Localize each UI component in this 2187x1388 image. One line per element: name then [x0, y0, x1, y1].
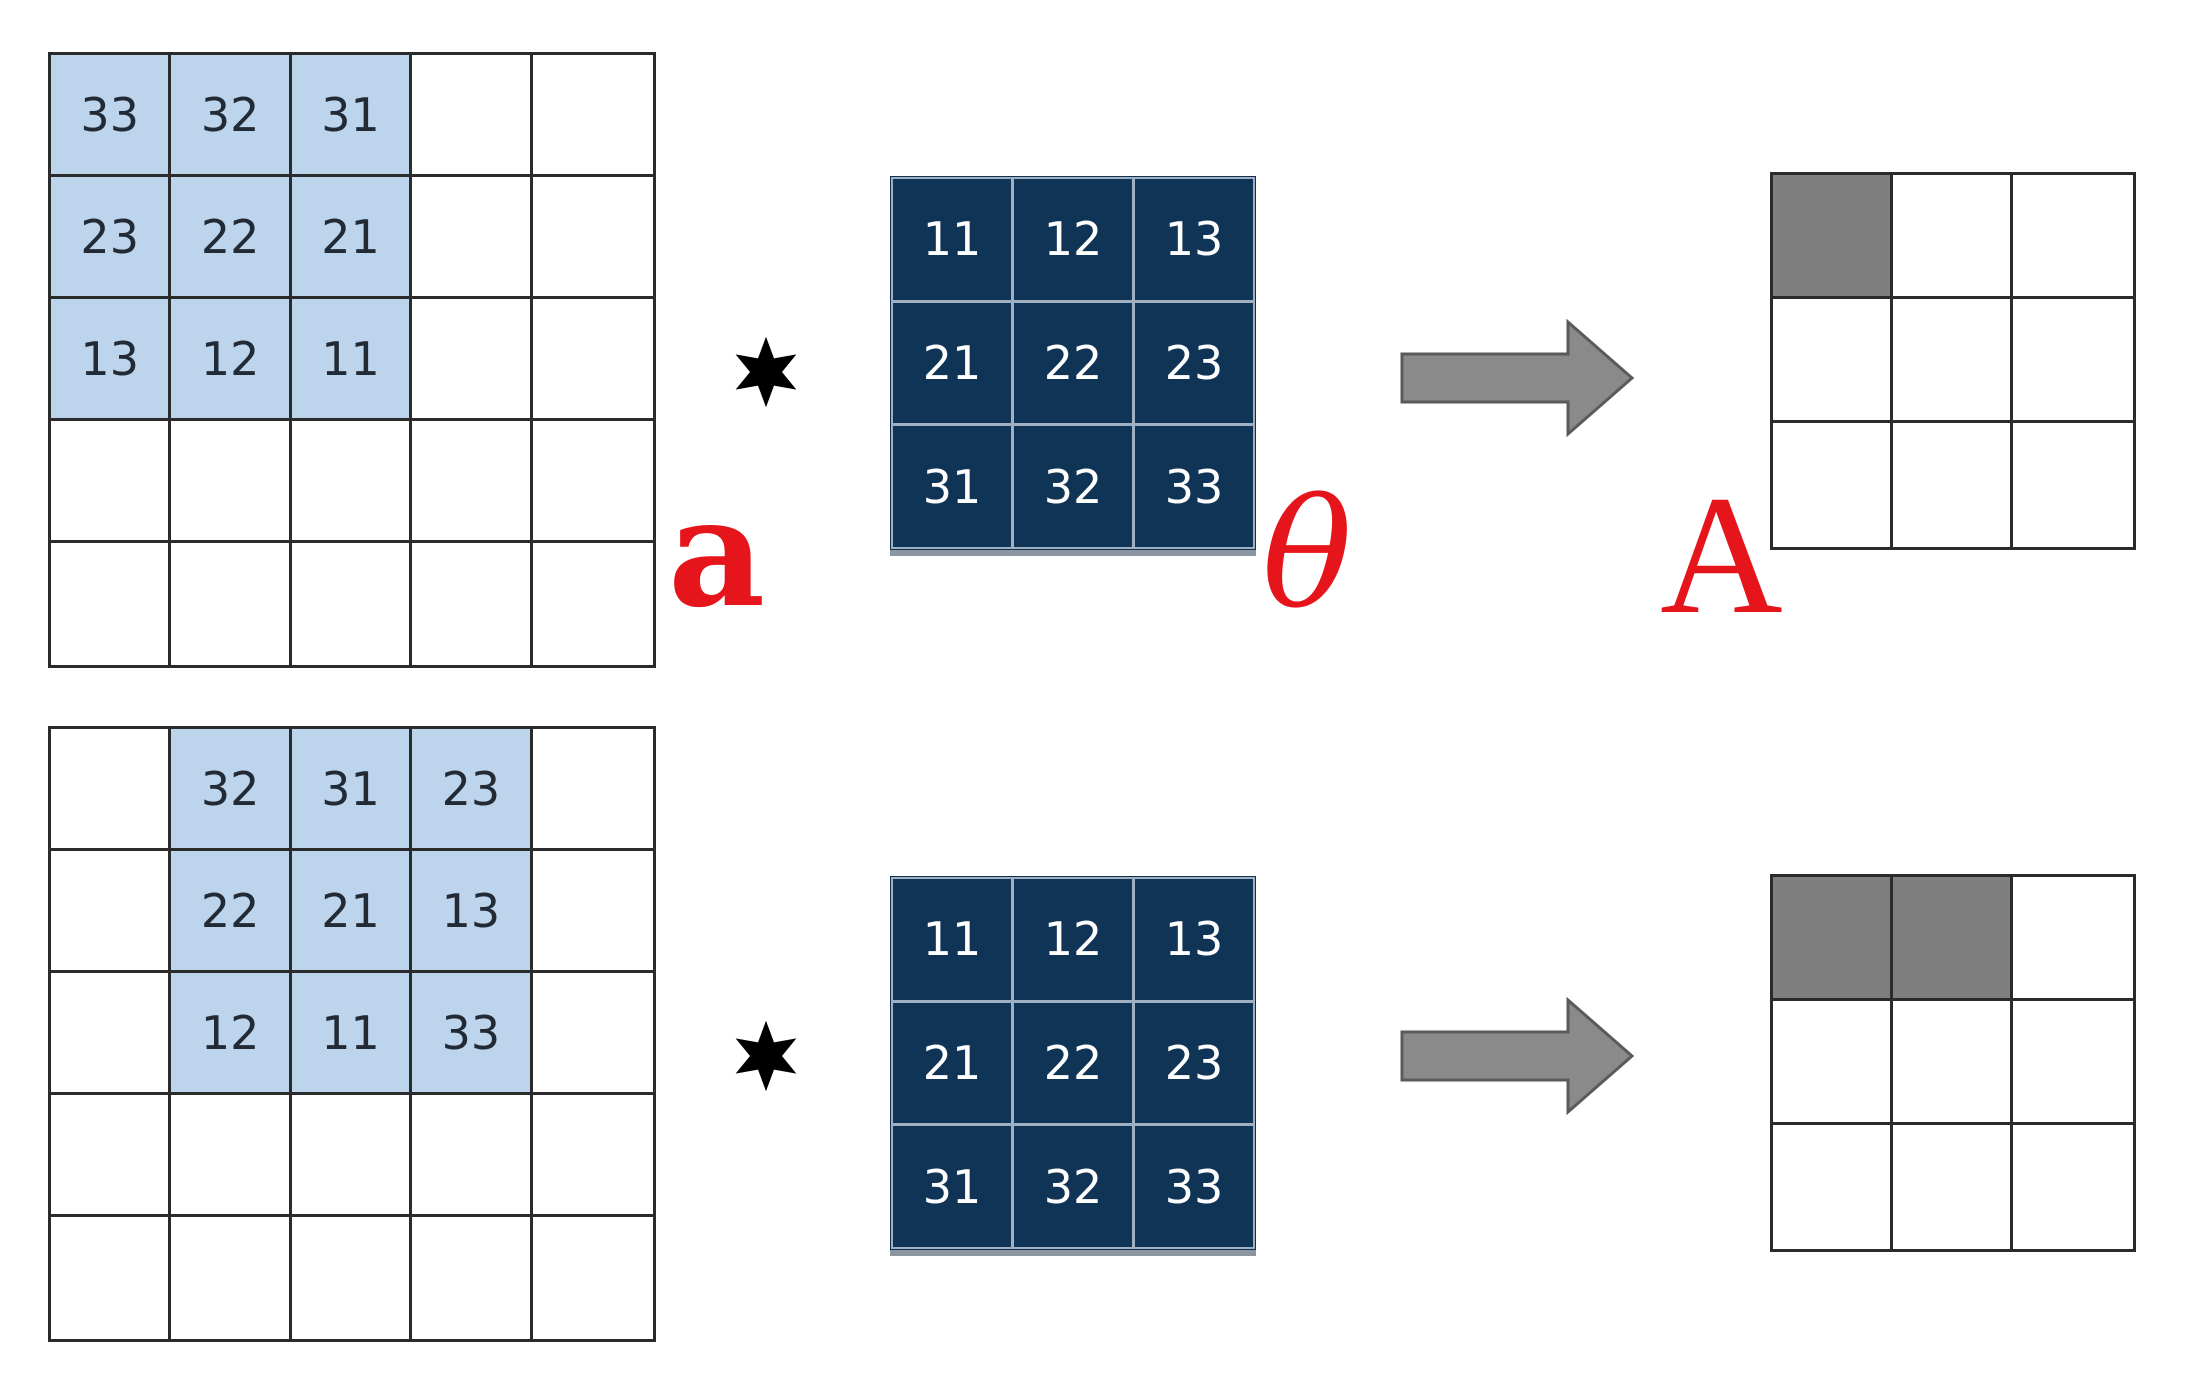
kernel-cell: 11	[891, 177, 1013, 302]
input-cell	[171, 543, 292, 665]
output-cell	[1773, 423, 1893, 547]
input-cell	[292, 543, 413, 665]
input-cell: 21	[291, 177, 413, 299]
kernel-cell: 32	[1012, 424, 1134, 549]
input-cell	[51, 1217, 172, 1339]
input-cell: 21	[291, 851, 413, 973]
output-cell	[1773, 1001, 1893, 1125]
input-cell	[51, 851, 172, 973]
bottom-output-grid	[1770, 874, 2136, 1252]
input-label: a	[668, 465, 766, 641]
input-cell	[412, 543, 533, 665]
input-cell: 32	[171, 55, 292, 177]
output-cell-filled	[1773, 877, 1893, 1001]
input-cell	[51, 421, 172, 543]
input-cell	[532, 421, 653, 543]
input-cell	[532, 177, 653, 299]
kernel-cell: 33	[1133, 424, 1255, 549]
input-cell	[171, 1217, 292, 1339]
top-output-grid	[1770, 172, 2136, 550]
input-cell: 22	[171, 177, 292, 299]
input-cell	[412, 177, 533, 299]
output-cell	[1893, 423, 2013, 547]
input-cell	[292, 1217, 413, 1339]
output-cell	[1773, 1125, 1893, 1249]
right-arrow-icon	[1400, 318, 1635, 438]
convolution-star-icon	[735, 1020, 797, 1092]
output-cell	[2013, 175, 2133, 299]
output-label: A	[1660, 461, 1783, 649]
input-cell	[533, 1217, 653, 1339]
input-cell: 23	[412, 729, 533, 851]
kernel-cell: 12	[1012, 177, 1134, 302]
input-cell	[532, 973, 653, 1095]
input-cell	[412, 1095, 533, 1217]
output-cell	[2013, 1125, 2133, 1249]
output-cell-filled	[1773, 175, 1893, 299]
input-cell: 33	[51, 55, 172, 177]
input-cell	[532, 729, 653, 851]
kernel-cell: 13	[1133, 177, 1255, 302]
output-cell	[2013, 299, 2133, 423]
input-cell	[532, 851, 653, 973]
output-cell	[2013, 423, 2133, 547]
output-cell	[1773, 299, 1893, 423]
input-cell	[291, 1095, 413, 1217]
input-cell: 31	[291, 729, 413, 851]
input-cell	[171, 421, 292, 543]
kernel-cell: 32	[1012, 1124, 1134, 1249]
kernel-cell: 13	[1133, 877, 1255, 1002]
output-cell	[1893, 1125, 2013, 1249]
input-cell	[533, 543, 653, 665]
input-cell: 12	[171, 973, 292, 1095]
input-cell	[51, 1095, 172, 1217]
input-cell	[51, 973, 172, 1095]
input-cell: 11	[291, 973, 413, 1095]
input-cell: 12	[171, 299, 292, 421]
kernel-cell: 33	[1133, 1124, 1255, 1249]
input-cell	[412, 299, 533, 421]
input-cell	[532, 1095, 653, 1217]
right-arrow-icon	[1400, 996, 1635, 1116]
kernel-cell: 31	[891, 424, 1013, 549]
output-cell	[2013, 1001, 2133, 1125]
kernel-cell: 22	[1012, 1000, 1134, 1126]
kernel-cell: 31	[891, 1124, 1013, 1249]
output-cell	[1893, 1001, 2013, 1125]
output-cell	[1893, 299, 2013, 423]
kernel-cell: 23	[1133, 300, 1255, 426]
kernel-cell: 23	[1133, 1000, 1255, 1126]
input-cell	[412, 1217, 533, 1339]
input-cell: 23	[51, 177, 172, 299]
input-cell	[51, 729, 172, 851]
kernel-cell: 21	[891, 300, 1013, 426]
input-cell	[51, 543, 172, 665]
input-cell: 32	[171, 729, 292, 851]
input-cell	[412, 55, 533, 177]
output-cell-filled	[1893, 877, 2013, 1001]
kernel-cell: 11	[891, 877, 1013, 1002]
kernel-cell: 21	[891, 1000, 1013, 1126]
input-cell	[532, 299, 653, 421]
input-cell: 13	[51, 299, 172, 421]
input-cell: 31	[291, 55, 413, 177]
output-cell	[1893, 175, 2013, 299]
output-cell	[2013, 877, 2133, 1001]
kernel-cell: 12	[1012, 877, 1134, 1002]
input-cell: 33	[412, 973, 533, 1095]
convolution-star-icon	[735, 336, 797, 408]
kernel-cell: 22	[1012, 300, 1134, 426]
input-cell	[532, 55, 653, 177]
input-cell	[291, 421, 413, 543]
input-cell: 11	[291, 299, 413, 421]
input-cell: 22	[171, 851, 292, 973]
input-cell	[412, 421, 533, 543]
input-cell	[171, 1095, 292, 1217]
input-cell: 13	[412, 851, 533, 973]
kernel-label: θ	[1262, 468, 1353, 642]
